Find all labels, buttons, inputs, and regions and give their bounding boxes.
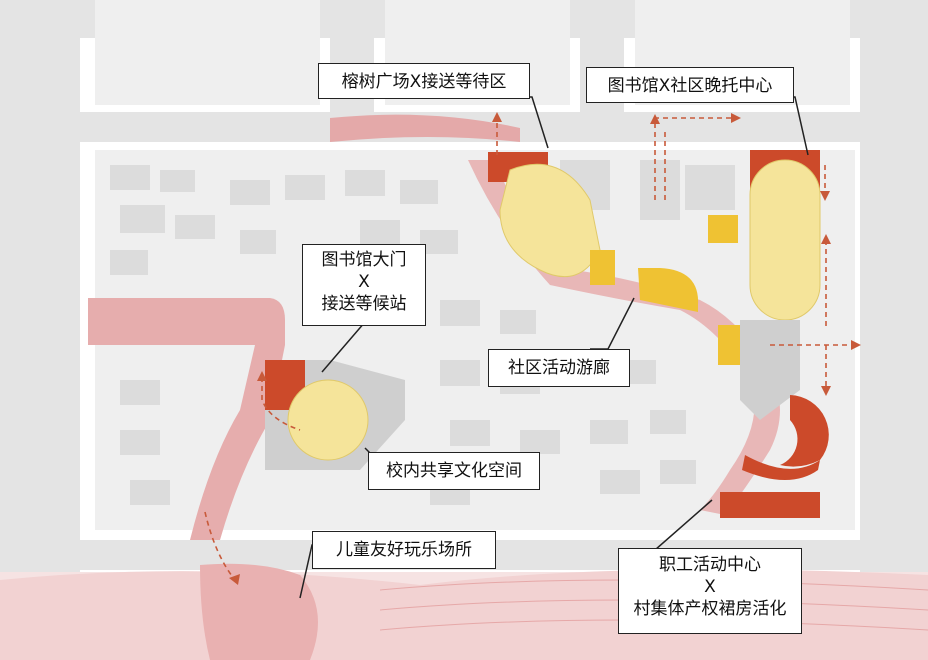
east-campus xyxy=(708,150,829,518)
callout-community-corridor: 社区活动游廊 xyxy=(488,349,630,387)
label-banyan-plaza: 榕树广场X接送等待区 xyxy=(341,72,507,92)
flow-arrows xyxy=(204,117,855,581)
label-community-corridor: 社区活动游廊 xyxy=(508,358,610,378)
label-staff-center-line2: X xyxy=(704,577,716,597)
label-library-evening-center: 图书馆X社区晚托中心 xyxy=(607,76,773,96)
callout-children-play: 儿童友好玩乐场所 xyxy=(312,531,496,569)
residential-buildings xyxy=(110,160,735,505)
banyan-plaza-strip xyxy=(330,114,520,142)
label-staff-center-line3: 村集体产权裙房活化 xyxy=(633,599,787,619)
callout-banyan-plaza: 榕树广场X接送等待区 xyxy=(318,63,530,99)
label-library-gate-line1: 图书馆大门 xyxy=(321,250,407,270)
callout-campus-culture-space: 校内共享文化空间 xyxy=(368,452,540,490)
label-campus-culture-space: 校内共享文化空间 xyxy=(386,461,522,481)
arrow-heads xyxy=(229,112,861,585)
callout-library-evening-center: 图书馆X社区晚托中心 xyxy=(586,67,794,103)
west-plaza xyxy=(88,298,285,540)
label-children-play: 儿童友好玩乐场所 xyxy=(336,540,472,560)
callout-library-gate: 图书馆大门 X 接送等候站 xyxy=(302,244,426,326)
library-campus xyxy=(265,360,405,470)
callout-staff-center: 职工活动中心 X 村集体产权裙房活化 xyxy=(618,548,802,634)
label-staff-center-line1: 职工活动中心 xyxy=(659,555,761,575)
label-library-gate-line2: X xyxy=(358,272,370,292)
north-campus xyxy=(488,152,699,312)
label-library-gate-line3: 接送等候站 xyxy=(321,294,407,314)
